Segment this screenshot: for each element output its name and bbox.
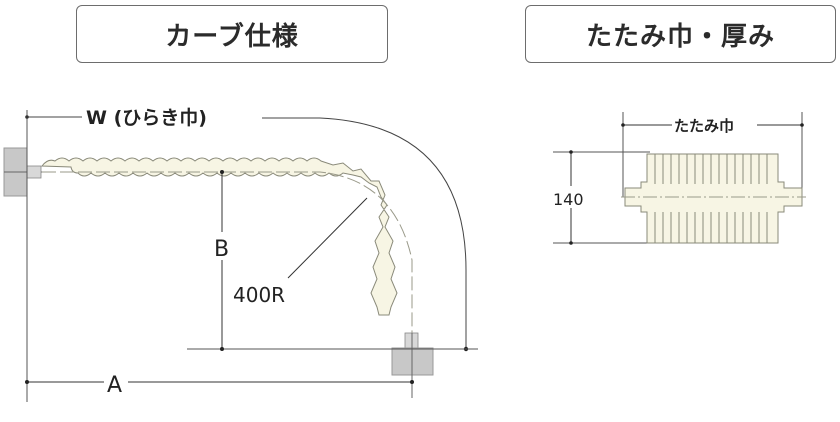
fold-width-header: たたみ巾・厚み [525, 5, 836, 63]
width-label: W (ひらき巾) [86, 106, 207, 129]
fold-width-label: たたみ巾・厚み [585, 21, 775, 52]
radius-label: 400R [233, 283, 285, 307]
folded-bellows [621, 153, 806, 244]
fold-diagram: たたみ巾 140 [550, 112, 806, 245]
curve-spec-header: カーブ仕様 [76, 5, 388, 63]
dim-a-label: A [107, 373, 122, 398]
curve-spec-label: カーブ仕様 [165, 21, 299, 52]
dim-b-label: B [214, 237, 229, 262]
curve-diagram: W (ひらき巾) B 400R A [3, 106, 478, 402]
fold-width-dim-label: たたみ巾 [674, 117, 734, 135]
hose [41, 157, 413, 335]
outer-arc [319, 117, 467, 349]
thickness-label: 140 [553, 190, 584, 209]
